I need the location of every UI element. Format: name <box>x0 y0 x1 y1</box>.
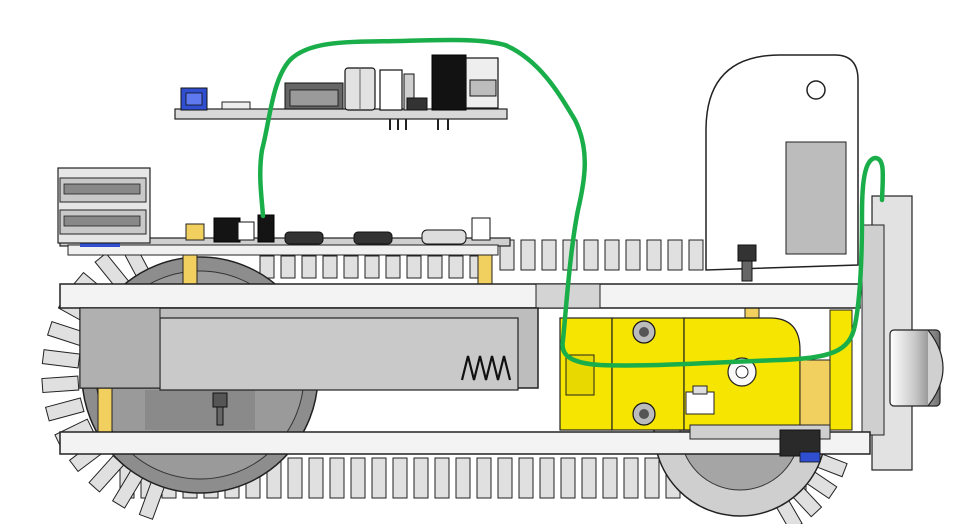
upper-circuit-board <box>174 54 508 130</box>
mounting-bracket <box>705 54 859 271</box>
battery-holder <box>79 307 539 391</box>
bottom-chassis-plate <box>59 431 871 455</box>
usb-port <box>57 167 151 244</box>
top-chassis-plate <box>59 283 861 309</box>
controller-board <box>59 217 511 256</box>
chassis-screws <box>212 244 757 426</box>
battery-spring <box>460 355 512 381</box>
gear-motor <box>559 309 853 463</box>
front-sensor <box>861 195 944 471</box>
green-wire <box>258 37 886 368</box>
dc-jack <box>213 214 275 243</box>
